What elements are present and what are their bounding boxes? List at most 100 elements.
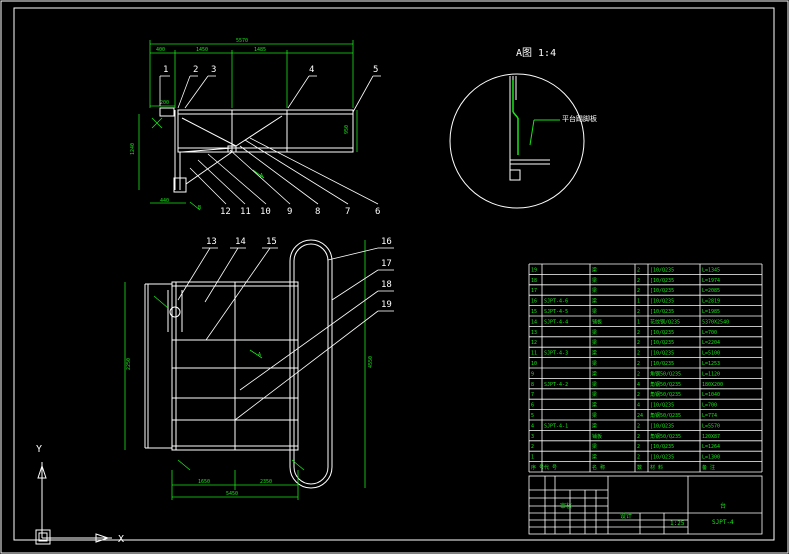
table-cell-qty: 2 [637, 330, 640, 336]
table-cell-no: 14 [531, 319, 537, 325]
table-cell-no: 11 [531, 351, 537, 357]
title-block-frame [528, 475, 763, 535]
table-cell-no: 7 [531, 392, 534, 398]
table-cell-remark: L=700 [702, 403, 717, 409]
table-cell-remark: L=2204 [702, 340, 720, 346]
callout-9: 9 [287, 207, 292, 217]
dim-plan-bottom-a: 1650 [198, 479, 210, 485]
table-cell-qty: 24 [637, 413, 643, 419]
callout-2: 2 [193, 65, 198, 75]
table-cell-material: 角钢50/Q235 [650, 370, 681, 377]
dim-top-a: 400 [156, 47, 165, 53]
plan-view [144, 239, 333, 489]
dim-plan-right: 4550 [368, 356, 374, 368]
callout-6: 6 [375, 207, 380, 217]
dim-plan-total: 5450 [226, 491, 238, 497]
table-cell-no: 17 [531, 288, 537, 294]
table-cell-material: 角钢50/Q235 [650, 381, 681, 388]
table-cell-name: 梁 [592, 329, 597, 336]
dim-top-total: 5570 [236, 38, 248, 44]
callout-15: 15 [266, 237, 277, 247]
table-cell-name: 梁 [592, 391, 597, 398]
dim-top-c: 1485 [254, 47, 266, 53]
table-cell-qty: 4 [637, 382, 640, 388]
title-drawing-no: SJPT-4 [712, 519, 734, 526]
table-cell-name: 梁 [592, 339, 597, 346]
table-cell-qty: 2 [637, 434, 640, 440]
table-cell-remark: L=5100 [702, 351, 720, 357]
table-header-no: 序 号 [531, 464, 544, 471]
table-cell-qty: 2 [637, 309, 640, 315]
callout-11: 11 [240, 207, 251, 217]
table-cell-code: SJPT-4-3 [544, 351, 568, 357]
table-cell-name: 梁 [592, 360, 597, 367]
ucs-icon: Y X [35, 444, 124, 545]
table-cell-name: 梁 [592, 402, 597, 409]
table-header-code: 代 号 [544, 464, 557, 471]
table-cell-remark: L=2085 [702, 288, 720, 294]
table-cell-remark: L=774 [702, 413, 717, 419]
table-cell-remark: L=1974 [702, 278, 720, 284]
callout-10: 10 [260, 207, 271, 217]
table-cell-material: [10/Q235 [650, 267, 674, 273]
svg-text:A: A [258, 352, 261, 358]
table-cell-no: 18 [531, 278, 537, 284]
table-cell-remark: L=1300 [702, 455, 720, 461]
table-cell-qty: 2 [637, 423, 640, 429]
table-cell-name: 梁 [592, 308, 597, 315]
table-cell-name: 梁 [592, 443, 597, 450]
front-platform-frame [177, 109, 354, 153]
callout-4: 4 [309, 65, 314, 75]
table-cell-material: [10/Q235 [650, 278, 674, 284]
table-cell-name: 梁 [592, 298, 597, 305]
table-cell-name: 梁 [592, 287, 597, 294]
table-cell-remark: L=1985 [702, 309, 720, 315]
callout-8: 8 [315, 207, 320, 217]
table-cell-remark: L=700 [702, 330, 717, 336]
dim-plan-left: 2250 [126, 358, 132, 370]
front-view [159, 107, 354, 193]
plan-dimensions: 2250 4550 1650 2350 5450 A [124, 240, 374, 500]
table-cell-code: SJPT-4-6 [544, 299, 568, 305]
front-dimensions: 5570 400 1450 1485 950 1240 200 440 A B [130, 38, 358, 211]
svg-text:A: A [260, 173, 263, 179]
table-cell-no: 9 [531, 371, 534, 377]
callout-3: 3 [211, 65, 216, 75]
table-cell-remark: L=2819 [702, 299, 720, 305]
table-cell-no: 2 [531, 444, 534, 450]
table-cell-remark: L=1040 [702, 392, 720, 398]
plan-callouts [177, 247, 394, 421]
detail-view: A图 1:4 平台踢脚板 [449, 47, 597, 209]
table-cell-no: 3 [531, 434, 534, 440]
title-label-a: 设计 [620, 512, 632, 520]
svg-text:Y: Y [36, 444, 42, 455]
table-cell-remark: L=1264 [702, 444, 720, 450]
table-cell-no: 12 [531, 340, 537, 346]
table-cell-no: 5 [531, 413, 534, 419]
dim-small-a: 200 [160, 100, 169, 106]
callout-14: 14 [235, 237, 246, 247]
callout-18: 18 [381, 280, 392, 290]
inner-frame [13, 7, 775, 541]
table-cell-material: [10/Q235 [650, 423, 674, 429]
table-cell-code: SJPT-4-2 [544, 382, 568, 388]
dim-top-b: 1450 [196, 47, 208, 53]
callout-16: 16 [381, 237, 392, 247]
table-cell-material: 角钢50/Q235 [650, 433, 681, 440]
detail-label: 平台踢脚板 [562, 114, 597, 123]
table-cell-no: 15 [531, 309, 537, 315]
table-cell-no: 1 [531, 455, 534, 461]
callout-19: 19 [381, 300, 392, 310]
table-cell-remark: L=1253 [702, 361, 720, 367]
table-cell-code: SJPT-4-4 [544, 319, 568, 325]
callout-5: 5 [373, 65, 378, 75]
table-cell-qty: 4 [637, 403, 640, 409]
table-cell-material: [10/Q235 [650, 455, 674, 461]
table-cell-no: 19 [531, 267, 537, 273]
table-cell-remark: L=5570 [702, 423, 720, 429]
table-header-remark: 备 注 [702, 464, 715, 471]
table-cell-no: 16 [531, 299, 537, 305]
table-cell-qty: 2 [637, 288, 640, 294]
table-cell-name: 梁 [592, 350, 597, 357]
